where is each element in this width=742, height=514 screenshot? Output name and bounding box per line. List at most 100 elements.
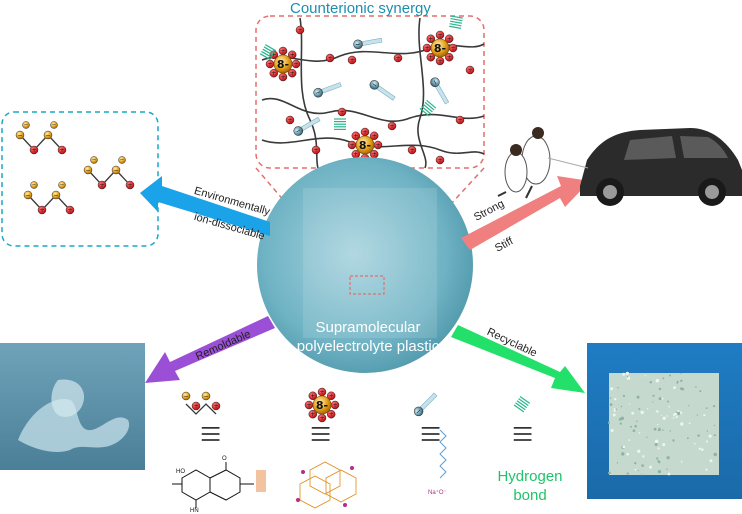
charge-sign: + (213, 403, 218, 410)
powder-speck (616, 462, 619, 464)
equivalence-mark: ||| (311, 425, 332, 443)
cation-bead: + (317, 413, 327, 423)
cation-bead: + (444, 34, 454, 44)
charge-sign: + (450, 45, 455, 52)
powder-speck (708, 434, 712, 438)
powder-speck (620, 405, 623, 408)
charge-sign: + (310, 411, 315, 418)
powder-speck (680, 387, 683, 391)
surfactant-molecule: − (313, 82, 342, 98)
hydrogen-bond-line1: Hydrogen (497, 468, 563, 485)
hydrogen-bond-mark (449, 15, 463, 29)
powder-speck (626, 472, 629, 475)
charge-sign: − (17, 132, 22, 139)
powder-speck (619, 422, 622, 425)
polyanion-charge-label: 8- (277, 58, 289, 71)
powder-speck (628, 439, 631, 441)
central-material-label: Supramolecular polyelectrolyte plastic (268, 318, 468, 356)
charge-sign: + (287, 117, 292, 124)
charge-sign: − (92, 158, 96, 164)
cation-bead: + (287, 50, 297, 60)
cation-bead: + (125, 180, 135, 190)
charge-sign: − (53, 192, 58, 199)
powder-speck (610, 429, 614, 432)
cation-bead: + (444, 52, 454, 62)
anion-bead: − (22, 121, 30, 129)
svg-text:HO: HO (176, 469, 185, 475)
charge-sign: + (428, 54, 433, 61)
svg-text:HN: HN (190, 508, 199, 514)
powder-speck (656, 410, 659, 413)
powder-speck (657, 428, 659, 430)
powder-speck (637, 449, 641, 453)
polyoxometalate-structure (296, 461, 357, 509)
charge-sign: + (447, 36, 452, 43)
charge-sign: + (280, 48, 285, 55)
cation-bead: + (435, 30, 445, 40)
powder-speck (680, 379, 683, 383)
polyanion-charge-label: 8- (359, 139, 371, 152)
charge-sign: − (414, 407, 424, 417)
powder-speck (657, 423, 659, 426)
charge-sign: + (193, 403, 198, 410)
powder-speck (666, 468, 668, 470)
powder-speck (705, 407, 708, 410)
charge-sign: + (127, 182, 132, 189)
surfactant-molecule: − (353, 37, 383, 50)
charge-sign: + (267, 61, 272, 68)
cation-bead: + (465, 65, 475, 75)
recycled-powder-photo (587, 343, 742, 499)
cation-bead: + (373, 140, 383, 150)
charge-sign: − (355, 40, 362, 49)
charge-sign: + (349, 57, 354, 64)
powder-speck (713, 424, 716, 427)
powder-speck (686, 437, 689, 440)
powder-speck (673, 412, 677, 416)
cation-bead: + (97, 180, 107, 190)
powder-speck (621, 452, 625, 456)
people-pulling-figure (497, 127, 589, 199)
powder-speck (638, 407, 641, 410)
charge-sign: + (467, 67, 472, 74)
powder-speck (646, 408, 649, 410)
powder-speck (638, 431, 641, 434)
dissociated-chain (87, 169, 131, 186)
cation-bead: + (325, 53, 335, 63)
powder-speck (676, 380, 679, 383)
svg-text:Na⁺O⁻: Na⁺O⁻ (428, 489, 447, 496)
powder-speck (669, 430, 671, 432)
cation-bead: + (308, 391, 318, 401)
charge-sign: + (280, 74, 285, 81)
powder-speck (676, 382, 678, 384)
polyanion-charge-label: 8- (316, 399, 328, 412)
powder-speck (661, 397, 664, 400)
powder-speck (617, 386, 619, 389)
cation-bead: + (65, 205, 75, 215)
counterionic-synergy-zoom-panel: ++++++++8-++++++++8-++++++++8-++++++++++… (255, 15, 485, 279)
hydrogen-bond-mark (334, 118, 346, 131)
powder-speck (654, 442, 658, 447)
remolded-plastic-photo (0, 343, 145, 470)
powder-speck (632, 429, 636, 433)
charge-sign: + (310, 393, 315, 400)
charge-sign: + (59, 147, 64, 154)
powder-speck (657, 459, 660, 463)
charge-sign: + (437, 32, 442, 39)
polyanion-core (430, 38, 450, 58)
equivalence-mark: ||| (201, 425, 222, 443)
charge-sign: + (409, 147, 414, 154)
cation-bead: + (360, 127, 370, 137)
polyanion-cluster: ++++++++8- (422, 30, 458, 66)
anion-bead: − (369, 80, 380, 90)
powder-speck (641, 464, 644, 467)
charge-sign: + (327, 55, 332, 62)
powder-speck (698, 447, 702, 451)
powder-speck (662, 443, 666, 447)
charge-sign: + (306, 402, 311, 409)
cation-bead: + (347, 55, 357, 65)
cation-bead: + (426, 52, 436, 62)
powder-speck (662, 416, 666, 420)
powder-speck (680, 422, 684, 426)
powder-speck (709, 459, 713, 463)
cation-bead: + (330, 400, 340, 410)
